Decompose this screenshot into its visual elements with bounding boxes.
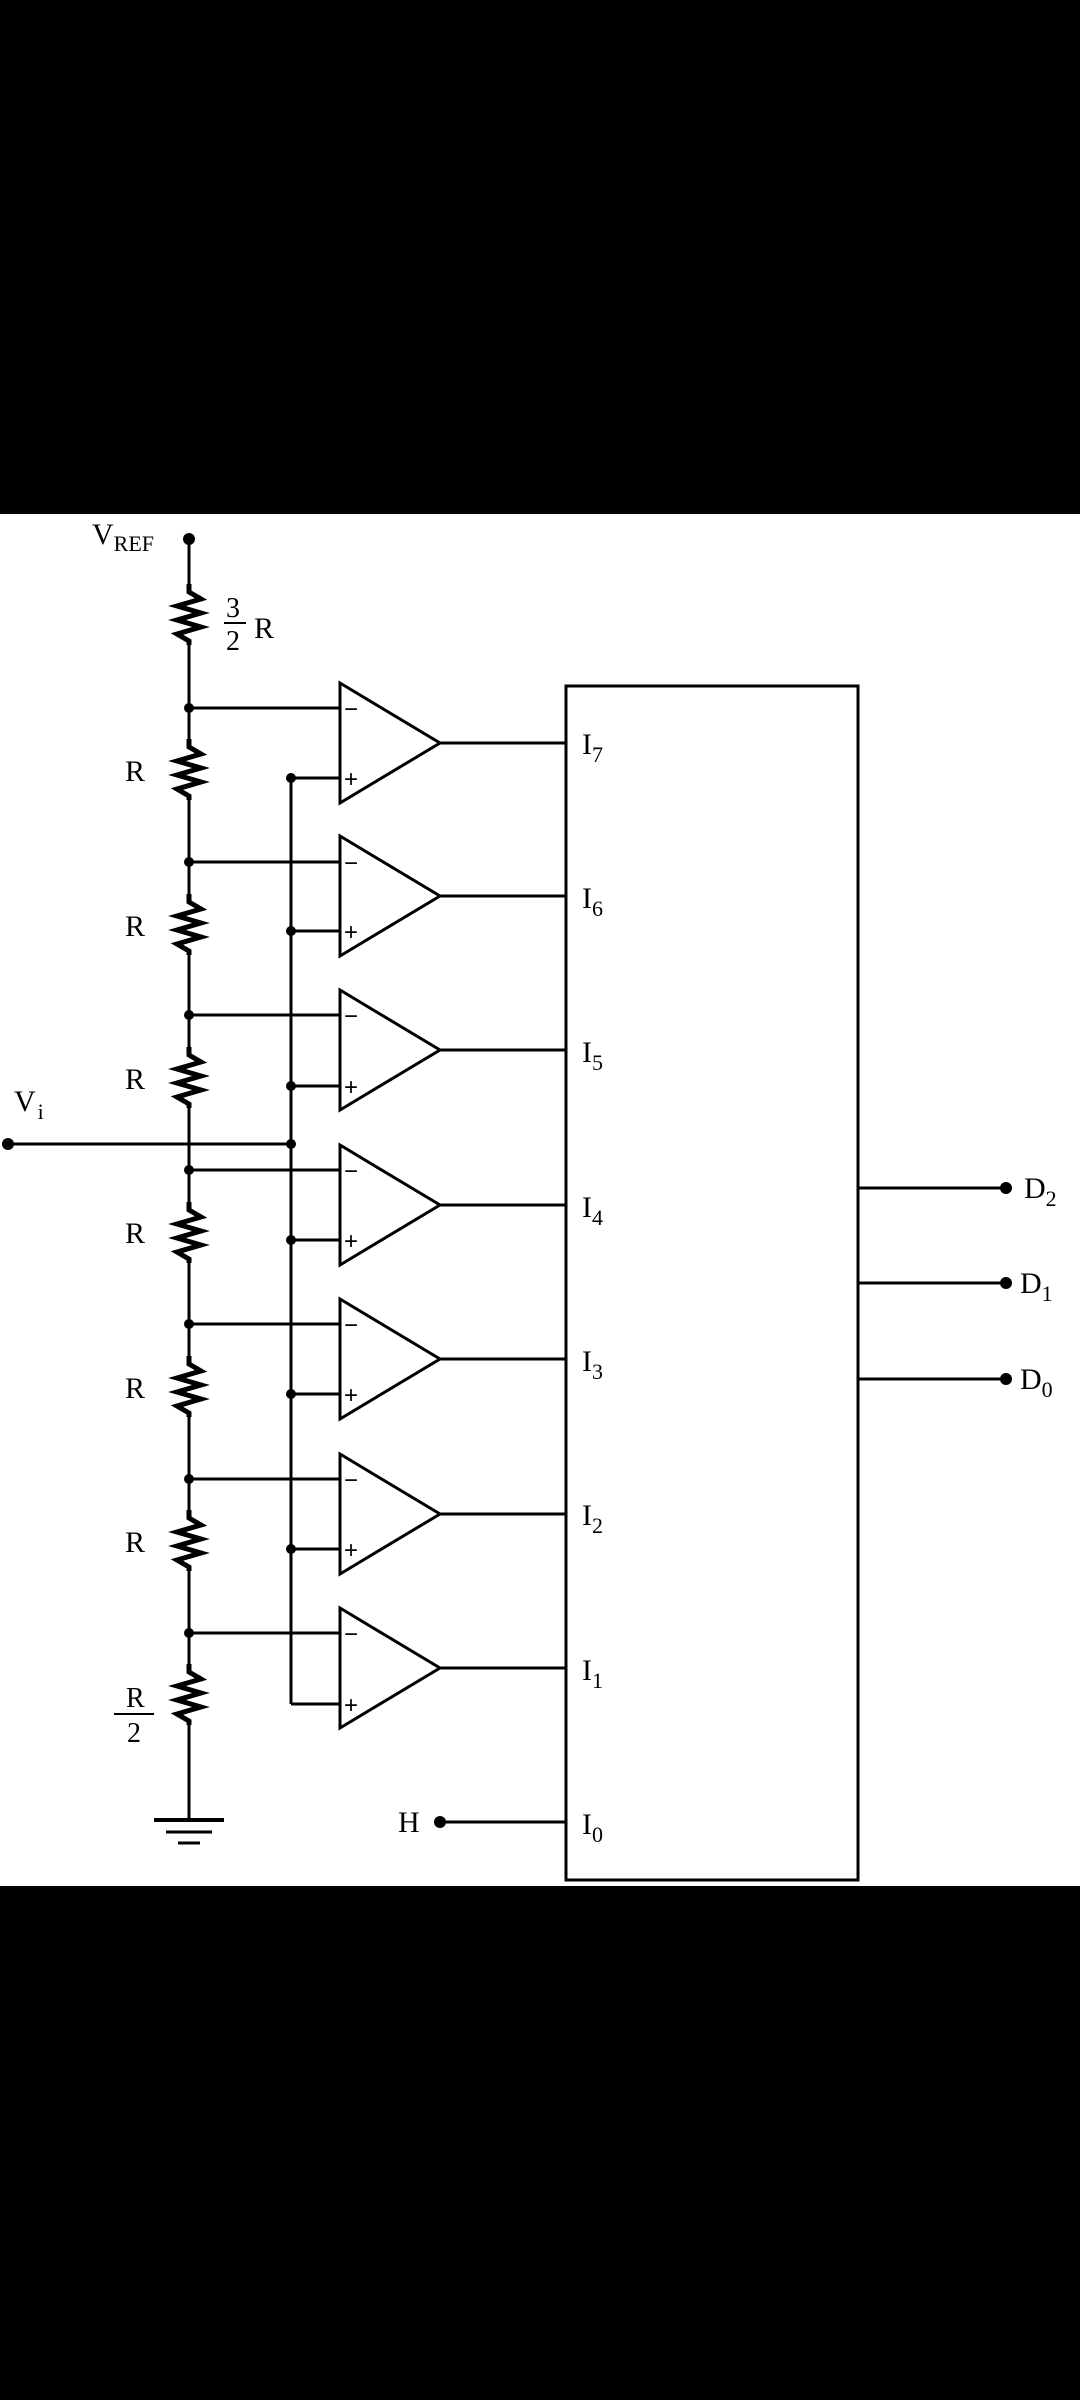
comparator-3 [189, 1296, 566, 1422]
minus-sign: − [344, 1003, 358, 1030]
priority-encoder [434, 684, 1012, 1882]
vi-label: Vi [14, 1085, 44, 1124]
plus-sign: + [344, 1692, 358, 1719]
resistor-label: R [125, 1526, 145, 1559]
resistor-label: R [125, 1217, 145, 1250]
encoder-input-label: I1 [582, 1654, 603, 1693]
vref-label: VREF [92, 518, 154, 556]
minus-sign: − [344, 696, 358, 723]
resistor-r-4 [168, 1202, 210, 1263]
plus-sign: + [344, 1228, 358, 1255]
minus-sign: − [344, 1621, 358, 1648]
encoder-input-label: I6 [582, 882, 603, 921]
comparator-1 [189, 1605, 566, 1731]
minus-sign: − [344, 850, 358, 877]
encoder-box [564, 684, 860, 1882]
resistor-label: R [125, 1372, 145, 1405]
circuit-canvas: − + − + − + − + − + − + − + VREF 3 2 [0, 514, 1080, 1886]
resistor-r-6 [168, 1510, 210, 1571]
flash-adc-schematic: − + − + − + − + − + − + − + VREF 3 2 [2, 518, 1057, 1882]
resistor-ladder [154, 533, 224, 1845]
comparators: − + − + − + − + − + − + − + [189, 680, 566, 1731]
comparator-5 [189, 987, 566, 1113]
svg-text:3: 3 [226, 593, 240, 624]
comparator-2 [189, 1451, 566, 1577]
plus-sign: + [344, 766, 358, 793]
svg-text:R: R [254, 612, 274, 645]
encoder-input-label: I2 [582, 1499, 603, 1538]
resistor-r-3 [168, 1047, 210, 1108]
encoder-input-label: I3 [582, 1345, 603, 1384]
comparator-4 [189, 1142, 566, 1268]
plus-sign: + [344, 1382, 358, 1409]
resistor-3-2r [168, 584, 210, 645]
plus-sign: + [344, 1537, 358, 1564]
resistor-label: R [125, 1063, 145, 1096]
resistor-label: R [125, 910, 145, 943]
minus-sign: − [344, 1312, 358, 1339]
minus-sign: − [344, 1158, 358, 1185]
h-label: H [398, 1806, 420, 1839]
plus-sign: + [344, 919, 358, 946]
ground-icon [154, 1818, 224, 1845]
vref-terminal [183, 533, 195, 545]
resistor-label: R [125, 755, 145, 788]
resistor-r-2-half [168, 1664, 210, 1725]
labels: VREF 3 2 R R R R R R R R 2 Vi I7 I6 I5 I… [14, 518, 1057, 1847]
vi-bus [2, 773, 296, 1704]
plus-sign: + [344, 1074, 358, 1101]
h-terminal [434, 1816, 446, 1828]
top-resistor-label: 3 2 R [224, 593, 274, 657]
svg-text:R: R [126, 1683, 145, 1714]
encoder-input-label: I7 [582, 728, 603, 767]
minus-sign: − [344, 1467, 358, 1494]
resistor-r-1 [168, 739, 210, 800]
bottom-resistor-label: R 2 [114, 1683, 154, 1749]
encoder-input-label: I5 [582, 1036, 603, 1075]
encoder-input-label: I0 [582, 1808, 603, 1847]
encoder-input-label: I4 [582, 1191, 603, 1230]
output-label: D0 [1020, 1363, 1053, 1402]
output-label: D1 [1020, 1267, 1053, 1306]
output-label: D2 [1024, 1172, 1057, 1211]
resistor-r-2 [168, 894, 210, 955]
comparator-6 [189, 833, 566, 959]
resistor-r-5 [168, 1356, 210, 1417]
comparator-7 [189, 680, 566, 806]
svg-text:2: 2 [226, 626, 240, 657]
svg-text:2: 2 [127, 1718, 141, 1749]
